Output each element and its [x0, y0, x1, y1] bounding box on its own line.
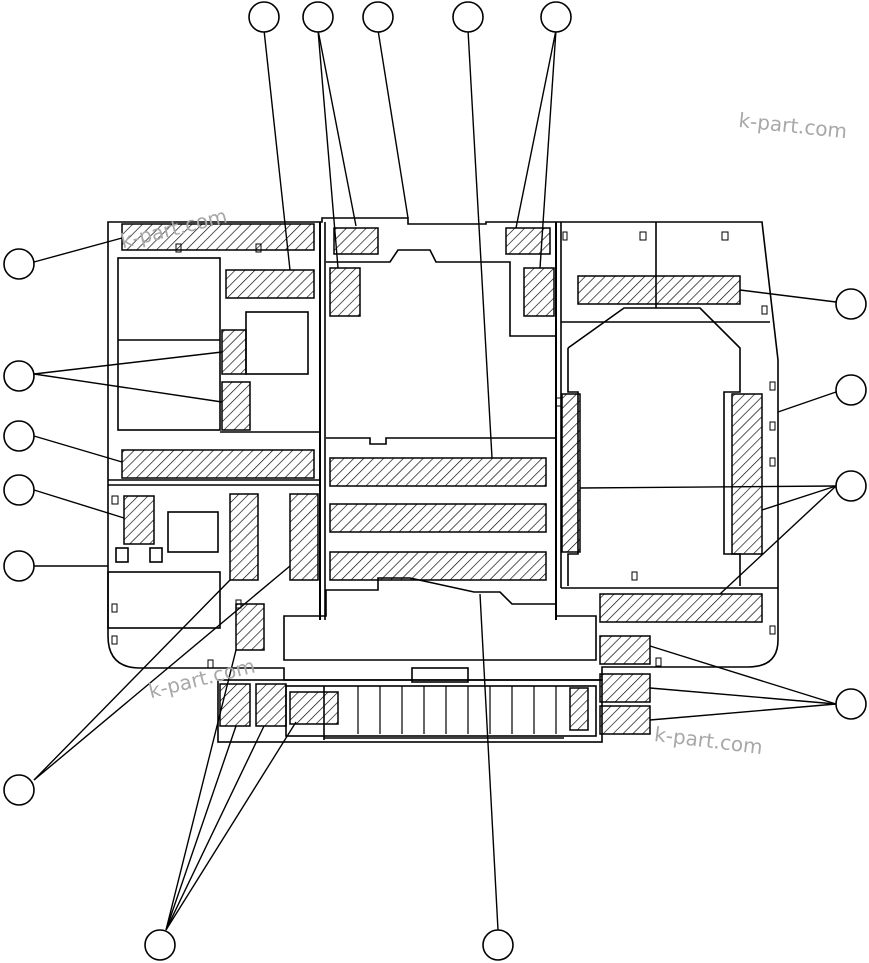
callout	[3, 774, 35, 806]
callout	[3, 248, 35, 280]
hatched-part	[123, 495, 155, 545]
callout	[144, 929, 176, 961]
hatched-part	[569, 687, 589, 731]
hatched-part	[289, 493, 319, 581]
hatched-part	[561, 393, 581, 553]
hatched-part	[333, 227, 379, 255]
hatched-part	[235, 603, 265, 651]
callout	[3, 550, 35, 582]
callout	[482, 929, 514, 961]
hatched-part	[221, 329, 247, 375]
leader-lines	[33, 29, 837, 931]
callout	[835, 288, 867, 320]
hatched-part	[599, 635, 651, 665]
callout	[835, 374, 867, 406]
hatched-part	[523, 267, 555, 317]
callout	[3, 474, 35, 506]
hatched-part	[577, 275, 741, 305]
callout	[540, 1, 572, 33]
hatched-part	[255, 683, 287, 727]
callout	[248, 1, 280, 33]
hatched-part	[329, 267, 361, 317]
hatched-part	[221, 381, 251, 431]
hatched-part	[329, 551, 547, 581]
callout-circles	[3, 1, 867, 961]
callout	[362, 1, 394, 33]
hatched-part	[505, 227, 551, 255]
hatched-parts	[121, 223, 763, 735]
hatched-part	[329, 503, 547, 533]
hatched-part	[329, 457, 547, 487]
hatched-part	[225, 269, 315, 299]
hatched-part	[599, 673, 651, 703]
hatched-part	[289, 691, 339, 725]
callout	[452, 1, 484, 33]
hatched-part	[229, 493, 259, 581]
hatched-part	[121, 223, 315, 251]
hatched-part	[121, 449, 315, 479]
hatched-part	[599, 593, 763, 623]
radiator-grille	[357, 686, 557, 734]
callout	[3, 360, 35, 392]
hatched-part	[599, 705, 651, 735]
callout	[835, 470, 867, 502]
callout	[3, 420, 35, 452]
hatched-part	[219, 683, 251, 727]
callout	[302, 1, 334, 33]
hatched-part	[731, 393, 763, 555]
callout	[835, 688, 867, 720]
